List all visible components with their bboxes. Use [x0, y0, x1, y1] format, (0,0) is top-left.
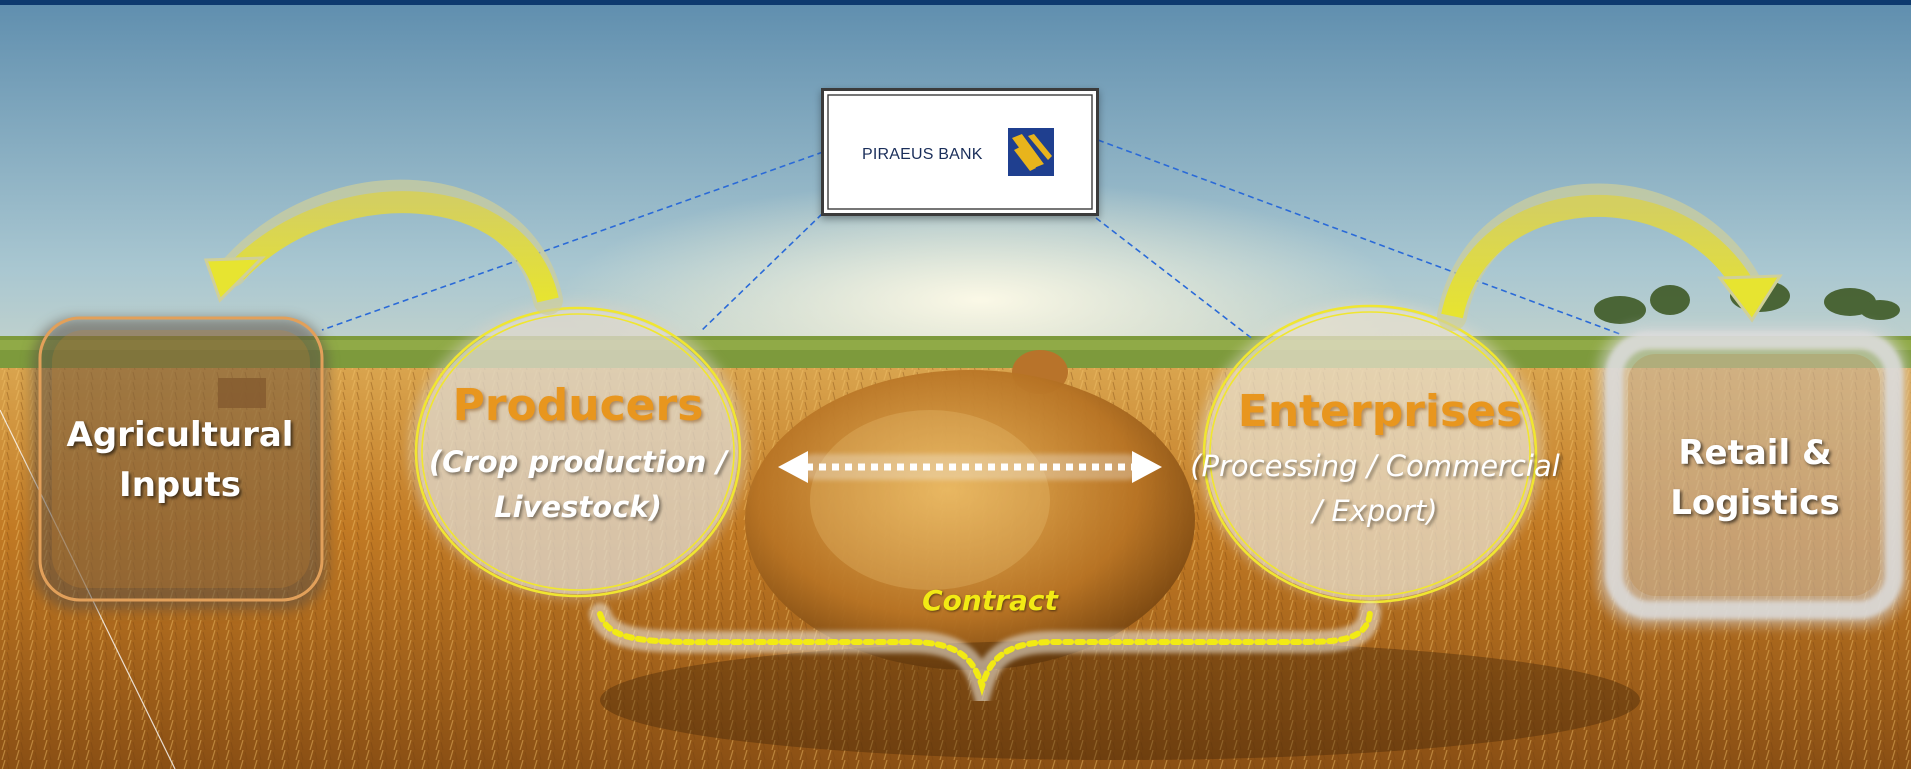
retail-logistics-label: Retail & Logistics: [1670, 433, 1840, 523]
producers-title: Producers: [452, 380, 704, 431]
enterprises-ellipse[interactable]: [1198, 302, 1542, 604]
producers-ellipse[interactable]: [410, 302, 746, 598]
contract-label: Contract: [922, 584, 1058, 617]
connector-bank-inputs: [321, 151, 824, 331]
agricultural-inputs-box[interactable]: [32, 316, 328, 610]
connector-bank-producers: [699, 213, 823, 333]
producers-subtitle: (Crop production / Livestock): [428, 445, 728, 524]
curved-arrow-left: [203, 179, 563, 315]
bank-connector-lines: [321, 139, 1621, 341]
connector-bank-retail: [1097, 139, 1621, 335]
contract-brace: [589, 601, 1381, 724]
bank-name: PIRAEUS BANK: [862, 146, 983, 163]
enterprises-subtitle: (Processing / Commercial / Export): [1190, 449, 1560, 528]
connector-bank-enterprises: [1095, 217, 1255, 341]
agricultural-inputs-label: Agricultural Inputs: [66, 415, 294, 505]
enterprises-title: Enterprises: [1237, 386, 1523, 437]
bidirectional-arrow: [778, 451, 1162, 483]
retail-logistics-box[interactable]: [1598, 326, 1908, 626]
piraeus-logo-icon: [1008, 128, 1054, 176]
curved-arrow-right: [1437, 183, 1783, 331]
